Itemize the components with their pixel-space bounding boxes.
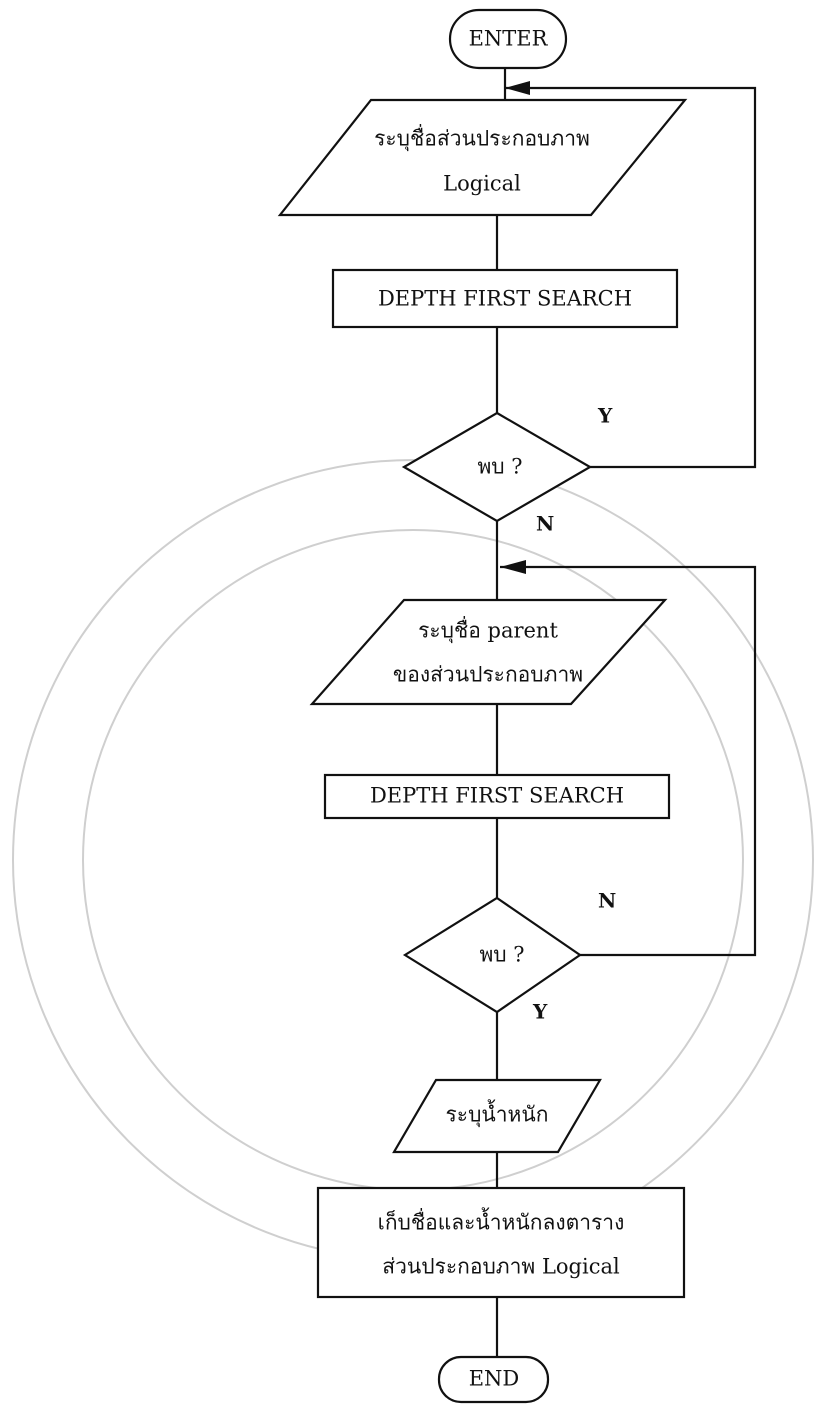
terminator-enter-label: ENTER (469, 27, 549, 51)
branch-label-decision1-no: N (536, 512, 554, 536)
terminator-end-label: END (469, 1367, 520, 1391)
connectors (497, 68, 755, 1357)
input-parent-name-line1: ระบุชื่อ parent (418, 616, 558, 644)
process-depth-first-search-1: DEPTH FIRST SEARCH (333, 270, 677, 327)
input-component-name-line2: Logical (443, 172, 521, 196)
input-parent-name-line2: ของส่วนประกอบภาพ (393, 663, 583, 687)
decision-found-2: พบ ? (405, 898, 580, 1012)
branch-label-decision2-no: N (598, 889, 616, 913)
branch-label-decision2-yes: Y (532, 1000, 548, 1024)
terminator-enter: ENTER (450, 10, 566, 68)
input-component-name-shape (280, 100, 685, 215)
branch-label-decision1-yes: Y (597, 404, 613, 428)
process-store-table: เก็บชื่อและน้ำหนักลงตาราง ส่วนประกอบภาพ … (318, 1188, 684, 1297)
decision-found-1: พบ ? (404, 413, 590, 521)
process-store-table-line2: ส่วนประกอบภาพ Logical (382, 1255, 620, 1279)
arrowhead-loop2 (500, 560, 526, 574)
process-depth-first-search-2-label: DEPTH FIRST SEARCH (370, 784, 624, 808)
decision-found-2-label: พบ ? (479, 943, 524, 967)
input-parent-name-shape (312, 600, 665, 704)
arrowhead-loop1 (505, 81, 530, 95)
process-depth-first-search-2: DEPTH FIRST SEARCH (325, 775, 669, 818)
process-store-table-shape (318, 1188, 684, 1297)
terminator-end: END (439, 1357, 548, 1402)
decision-found-1-label: พบ ? (477, 455, 522, 479)
input-parent-name: ระบุชื่อ parent ของส่วนประกอบภาพ (312, 600, 665, 704)
input-weight-label: ระบุน้ำหนัก (446, 1100, 549, 1128)
input-component-name: ระบุชื่อส่วนประกอบภาพ Logical (280, 100, 685, 215)
input-weight: ระบุน้ำหนัก (394, 1080, 600, 1152)
input-component-name-line1: ระบุชื่อส่วนประกอบภาพ (374, 124, 590, 152)
process-store-table-line1: เก็บชื่อและน้ำหนักลงตาราง (378, 1208, 625, 1235)
process-depth-first-search-1-label: DEPTH FIRST SEARCH (378, 287, 632, 311)
